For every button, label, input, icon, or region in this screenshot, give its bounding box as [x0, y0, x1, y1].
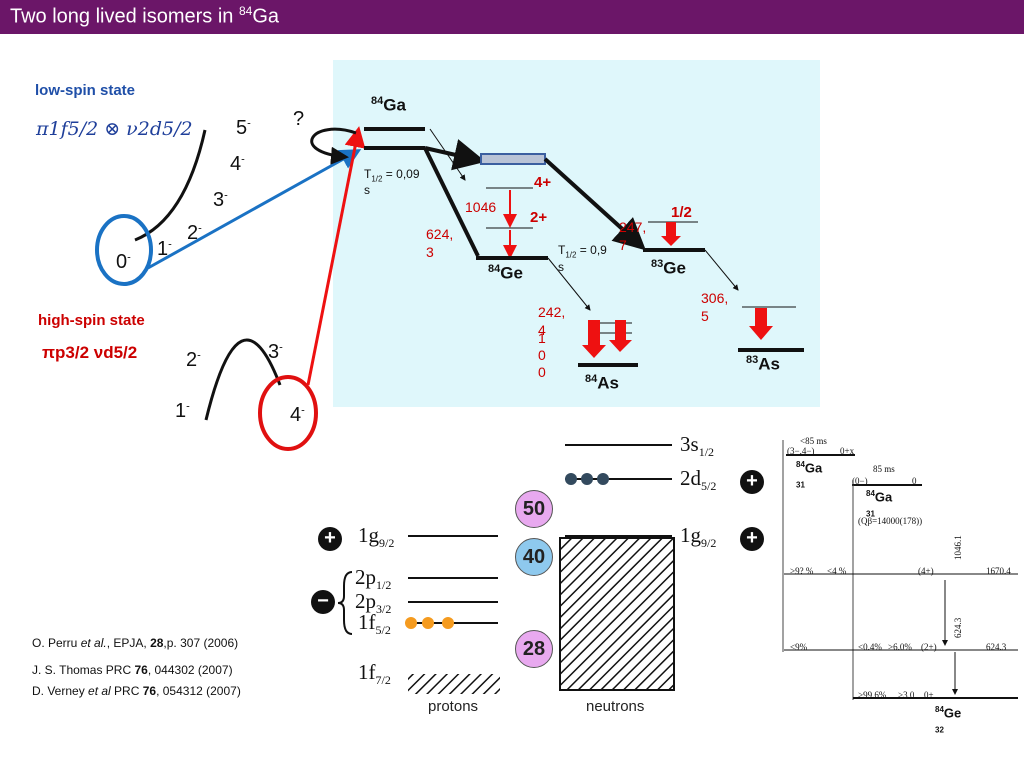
- ge84-label: 84Ge: [488, 263, 523, 283]
- ge-half-life-unit: s: [558, 260, 564, 274]
- orbital-3s12: 3s1/2: [680, 432, 715, 460]
- neutrons-label: neutrons: [586, 698, 645, 715]
- level-4plus: 4+: [534, 174, 552, 191]
- rs-top-energy: 0+x: [840, 446, 855, 456]
- ge83-label: 83Ge: [651, 258, 686, 278]
- high-spin-circle: [258, 375, 318, 451]
- ge-half-life: T1/2 = 0,9: [558, 243, 607, 260]
- as83-label: 83As: [746, 354, 780, 374]
- rs-mid-energy: 0: [912, 476, 917, 486]
- magic-28: 28: [515, 630, 553, 668]
- low-spin-label: low-spin state: [35, 82, 136, 99]
- title-bar: [0, 0, 1024, 34]
- spin-1-minus: 1-: [157, 238, 172, 260]
- spin-4-minus: 4-: [230, 153, 245, 175]
- rs-g1046: 1046.1: [953, 535, 963, 560]
- spin-3-minus-high: 3-: [268, 341, 283, 363]
- rs-pct9b: <9%: [790, 642, 808, 652]
- spin-2-minus: 2-: [187, 222, 202, 244]
- protons-label: protons: [428, 698, 479, 715]
- gamma-1046: 1046: [465, 199, 497, 215]
- high-spin-formula: πp3/2 νd5/2: [42, 343, 138, 362]
- ga-half-life: T1/2 = 0,09: [364, 167, 420, 184]
- rs-pct30: >3.0: [898, 690, 915, 700]
- rs-top-spin: (3−,4−): [787, 446, 815, 456]
- magic-40: 40: [515, 538, 553, 576]
- rs-t-top: <85 ms: [800, 436, 827, 446]
- reference-2: J. S. Thomas PRC 76, 044302 (2007): [32, 663, 233, 677]
- reference-1: O. Perru et al., EPJA, 28,p. 307 (2006): [32, 636, 239, 650]
- gamma-100: 100: [538, 330, 546, 380]
- level-half: 1/2: [671, 204, 692, 221]
- rs-qbeta: (Qβ=14000(178)): [858, 516, 923, 526]
- rs-pct6: >6.0%: [888, 642, 912, 652]
- plus-parity-icon: +: [318, 527, 342, 551]
- orbital-2p32: 2p3/2: [355, 589, 392, 617]
- low-spin-curve: [134, 129, 207, 242]
- level-2plus: 2+: [530, 209, 548, 226]
- as84-label: 84As: [585, 373, 619, 393]
- high-spin-curve: [204, 338, 282, 421]
- rs-e1670: 1670.4: [986, 566, 1011, 576]
- rs-mid-spin: (0−): [852, 476, 868, 486]
- rs-spin4: (4+): [918, 566, 934, 576]
- orbital-1f52: 1f5/2: [358, 610, 391, 638]
- spin-4-minus-high: 4-: [290, 404, 305, 426]
- orbital-2p12: 2p1/2: [355, 565, 392, 593]
- rs-e624: 624.3: [986, 642, 1007, 652]
- high-spin-label: high-spin state: [38, 312, 145, 329]
- rs-g624: 624.3: [953, 617, 963, 638]
- rs-spin2: (2+): [921, 642, 937, 652]
- ga-half-life-unit: s: [364, 183, 370, 197]
- gamma-624: 624, 3: [426, 226, 454, 260]
- rs-pct4: <4 %: [827, 566, 847, 576]
- spin-3-minus: 3-: [213, 189, 228, 211]
- isomer-question-arrow: [310, 127, 357, 165]
- blue-arrow: [147, 149, 362, 270]
- gamma-247: 247, 7: [619, 219, 647, 253]
- rs-spin0: 0+: [924, 690, 934, 700]
- orbital-1g92-proton: 1g9/2: [358, 523, 395, 551]
- rs-pct04: <0.4%: [858, 642, 882, 652]
- rs-pct9: >9? %: [790, 566, 814, 576]
- orbital-1g92-neutron: 1g9/2: [680, 523, 717, 551]
- question-mark: ?: [293, 108, 305, 130]
- red-arrow: [306, 126, 366, 386]
- spin-5-minus: 5-: [236, 117, 251, 139]
- orbital-1f72: 1f7/2: [358, 660, 391, 688]
- plus-parity-icon: +: [740, 527, 764, 551]
- rs-pct996: >99.6%: [858, 690, 887, 700]
- ga84-label: 84Ga: [371, 95, 406, 115]
- orbital-2d52: 2d5/2: [680, 466, 717, 494]
- magic-50: 50: [515, 490, 553, 528]
- plus-parity-icon: +: [740, 470, 764, 494]
- spin-1-minus-high: 1-: [175, 400, 190, 422]
- gamma-242: 242, 4: [538, 304, 566, 338]
- rs-t-mid: 85 ms: [873, 464, 895, 474]
- low-spin-formula: π1f5/2 ⊗ ν2d5/2: [36, 118, 193, 140]
- minus-parity-icon: −: [311, 590, 335, 614]
- low-spin-circle: [95, 214, 153, 286]
- reference-3: D. Verney et al PRC 76, 054312 (2007): [32, 684, 241, 698]
- gamma-306: 306, 5: [701, 290, 729, 324]
- slide-title: Two long lived isomers in 84Ga: [10, 4, 280, 28]
- spin-2-minus-high: 2-: [186, 349, 201, 371]
- spin-0-minus: 0-: [116, 251, 131, 273]
